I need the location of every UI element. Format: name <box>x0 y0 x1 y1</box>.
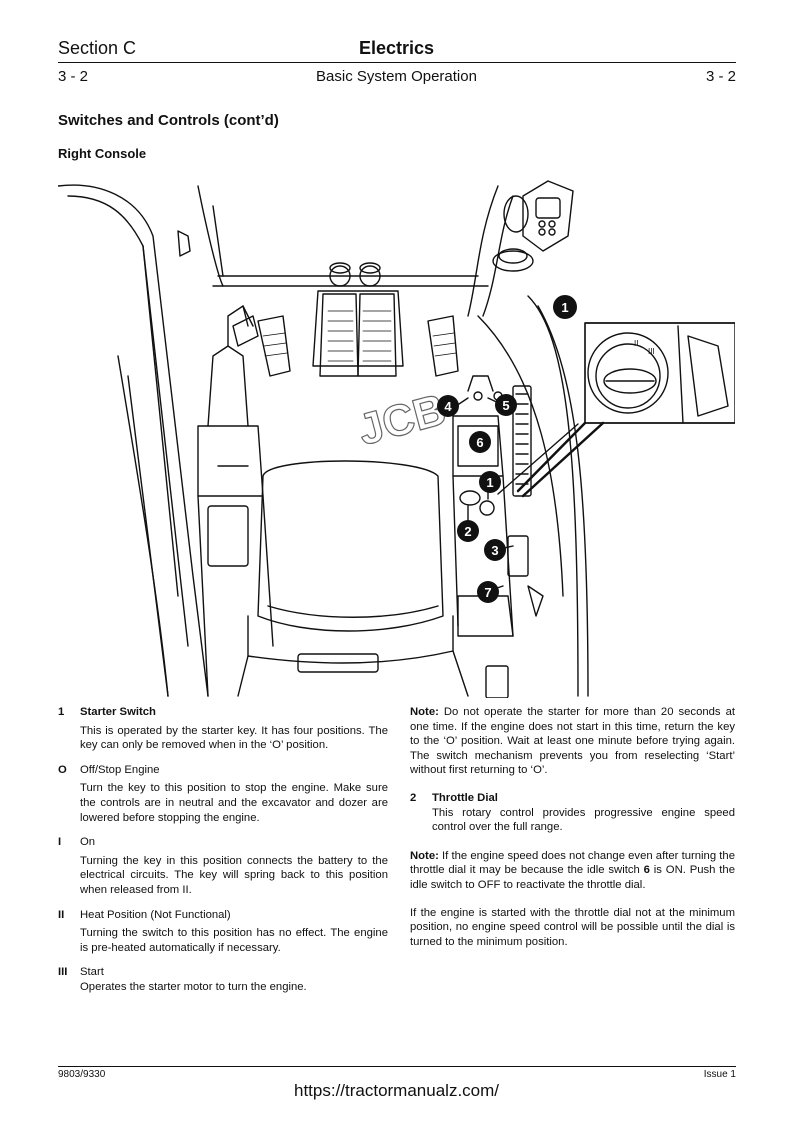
page-number-right: 3 - 2 <box>705 68 736 85</box>
note-text-a: If the engine speed does not change even… <box>410 849 735 877</box>
source-url[interactable]: https://tractormanualz.com/ <box>293 1081 500 1100</box>
note-text-b: 6 <box>643 864 650 877</box>
note-throttle: Note: If the engine speed does not chang… <box>410 849 735 893</box>
footer-rule <box>58 1066 736 1067</box>
throttle-minimum-paragraph: If the engine is started with the thrott… <box>410 906 735 948</box>
item-off-stop: O Off/Stop Engine Turn the key to this p… <box>58 763 388 825</box>
item-title: Heat Position (Not Functional) <box>80 908 231 921</box>
callout-3 <box>484 539 506 561</box>
page-subheading: Right Console <box>58 146 147 161</box>
item-title: Throttle Dial <box>432 791 498 804</box>
callout-6 <box>469 431 491 453</box>
item-number: I <box>58 836 62 849</box>
item-number: O <box>58 763 67 776</box>
section-label: Section C <box>58 38 137 58</box>
item-text: Turning the switch to this position has … <box>80 927 388 954</box>
callout-label-6: 6 <box>476 435 483 450</box>
item-text: Operates the starter motor to turn the e… <box>80 980 307 993</box>
callout-7 <box>477 581 499 603</box>
note-label: Note: <box>410 706 439 718</box>
item-number: III <box>58 966 68 979</box>
page-heading: Switches and Controls (cont’d) <box>58 112 279 129</box>
item-title: Off/Stop Engine <box>80 763 160 776</box>
cab-illustration: JCB II <box>57 176 736 699</box>
item-text: Turning the key in this position connect… <box>80 854 388 896</box>
callout-1 <box>479 471 501 493</box>
item-text: This rotary control provides progressive… <box>432 806 735 834</box>
jcb-logo: JCB <box>353 385 451 455</box>
callout-4 <box>437 395 459 417</box>
note-text: Do not operate the starter for more than… <box>410 706 735 777</box>
callout-label-7: 7 <box>484 585 491 600</box>
item-throttle-dial: 2 Throttle Dial This rotary control prov… <box>410 791 735 835</box>
left-column: 1 Starter Switch This is operated by the… <box>58 705 388 1005</box>
page-subtitle: Basic System Operation <box>316 68 477 85</box>
item-starter-switch: 1 Starter Switch This is operated by the… <box>58 705 388 753</box>
header-rule <box>58 62 736 63</box>
callout-label-3: 3 <box>491 543 498 558</box>
item-title: Starter Switch <box>80 706 156 718</box>
note-label: Note: <box>410 849 439 862</box>
item-text: Turn the key to this position to stop th… <box>80 782 388 824</box>
item-number: 1 <box>58 706 65 718</box>
item-on: I On Turning the key in this position co… <box>58 835 388 897</box>
callout-5 <box>495 394 517 416</box>
page-number-left: 3 - 2 <box>58 68 89 85</box>
item-text: This is operated by the starter key. It … <box>80 724 388 752</box>
callout-label-1-top: 1 <box>561 300 568 315</box>
callout-label-2: 2 <box>464 524 471 539</box>
inset-mark-ii: II <box>634 339 638 348</box>
section-title: Electrics <box>358 38 435 58</box>
callout-label-4: 4 <box>444 399 452 414</box>
callout-2 <box>457 520 479 542</box>
right-column: Note: Do not operate the starter for mor… <box>410 705 735 962</box>
item-number: II <box>58 908 65 921</box>
note-starter: Note: Do not operate the starter for mor… <box>410 705 735 778</box>
item-number: 2 <box>410 791 417 804</box>
callout-1-top <box>553 295 577 319</box>
callout-label-1: 1 <box>486 475 493 490</box>
issue-label: Issue 1 <box>703 1069 736 1080</box>
item-heat-position: II Heat Position (Not Functional) Turnin… <box>58 908 388 956</box>
item-title: On <box>80 836 96 849</box>
note-text-c: is ON. Push the idle switch to OFF to re… <box>410 864 735 891</box>
item-start: III Start Operates the starter motor to … <box>58 965 388 994</box>
callout-label-5: 5 <box>502 398 509 413</box>
document-code: 9803/9330 <box>58 1069 106 1080</box>
inset-mark-iii: III <box>648 347 655 356</box>
item-title: Start <box>80 966 104 979</box>
